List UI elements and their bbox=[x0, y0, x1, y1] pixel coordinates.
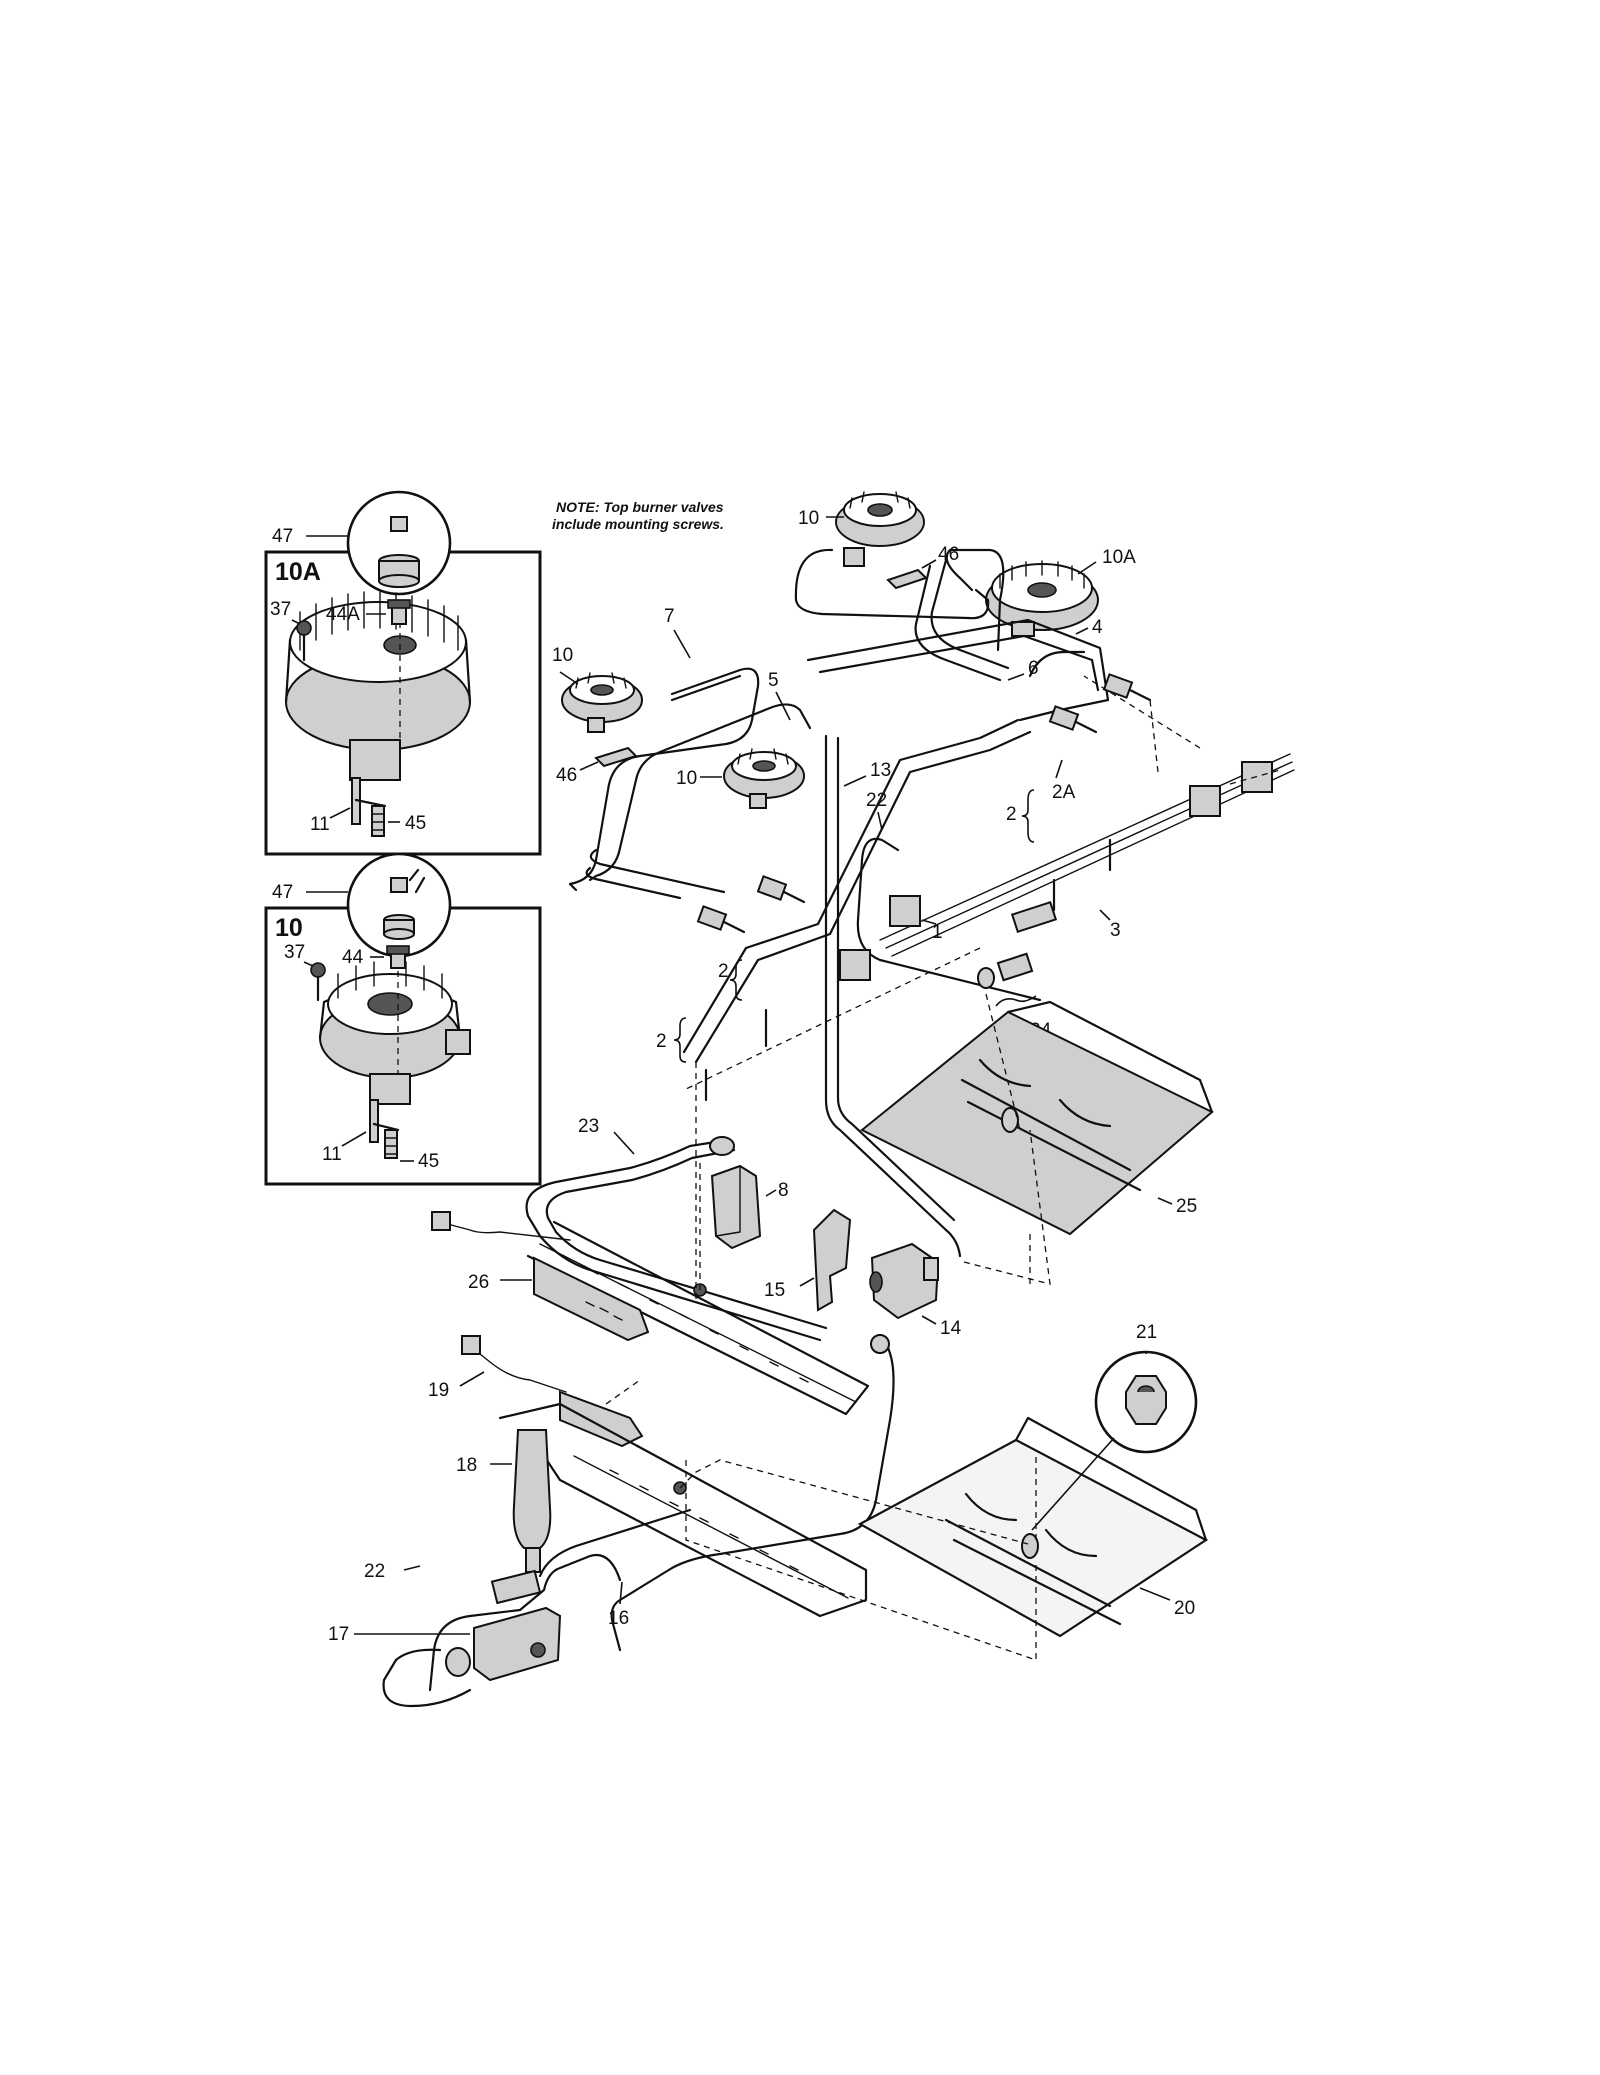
screw-37-10 bbox=[310, 962, 326, 1002]
callout-3: 3 bbox=[1110, 920, 1121, 941]
heat-shield-20 bbox=[857, 1416, 1209, 1638]
callout-6: 6 bbox=[1028, 658, 1039, 679]
callout-burner-left: 10 bbox=[552, 645, 573, 666]
callout-25: 25 bbox=[1176, 1196, 1197, 1217]
callout-14: 14 bbox=[940, 1318, 962, 1339]
venturi-18 bbox=[512, 1429, 552, 1573]
fitting-24 bbox=[977, 901, 1058, 989]
valve-17 bbox=[445, 1569, 562, 1682]
callout-22-upper: 22 bbox=[866, 790, 887, 811]
burner-tube-upper bbox=[526, 1220, 870, 1416]
burner-base-10 bbox=[318, 960, 471, 1105]
callout-1: 1 bbox=[932, 922, 943, 943]
callout-16: 16 bbox=[608, 1608, 629, 1629]
screw-45-10a bbox=[371, 805, 385, 837]
callout-2-left: 2 bbox=[656, 1031, 667, 1052]
heat-shield-25 bbox=[860, 1000, 1214, 1236]
callout-8: 8 bbox=[778, 1180, 789, 1201]
screw-45-10 bbox=[384, 1129, 398, 1159]
burner-large-10a bbox=[985, 560, 1099, 637]
bracket-15 bbox=[812, 1208, 852, 1312]
valve-left-a bbox=[696, 905, 746, 934]
callout-21: 21 bbox=[1136, 1322, 1157, 1343]
burner-mid bbox=[723, 748, 805, 809]
note-line-1: NOTE: Top burner valves bbox=[556, 499, 724, 515]
valves bbox=[696, 673, 1152, 1102]
bracket-46-left bbox=[594, 746, 638, 768]
callout-45-10: 45 bbox=[418, 1151, 439, 1172]
note: NOTE: Top burner valves include mounting… bbox=[552, 499, 724, 532]
nut-21 bbox=[1031, 1350, 1198, 1531]
callout-17: 17 bbox=[328, 1624, 349, 1645]
cap-part bbox=[378, 516, 420, 588]
valve-right-a bbox=[1048, 705, 1098, 734]
regulator-14 bbox=[869, 1242, 940, 1354]
callout-2-right: 2 bbox=[1006, 804, 1017, 825]
note-line-2: include mounting screws. bbox=[552, 516, 724, 532]
burner-base-10a bbox=[284, 591, 472, 781]
callout-burner-large: 10A bbox=[1102, 547, 1136, 568]
callout-44a: 44A bbox=[326, 604, 360, 625]
callout-2-mid: 2 bbox=[718, 961, 729, 982]
callout-11-10: 11 bbox=[322, 1144, 342, 1165]
assembly-guides bbox=[605, 675, 1281, 1661]
callout-37-10: 37 bbox=[284, 942, 305, 963]
burner-top bbox=[835, 491, 925, 567]
detail-circle-10 bbox=[346, 852, 452, 958]
callout-18: 18 bbox=[456, 1455, 477, 1476]
callout-23: 23 bbox=[578, 1116, 599, 1137]
screw-37-10a bbox=[296, 620, 312, 662]
callout-15: 15 bbox=[764, 1280, 785, 1301]
valve-right-b bbox=[1102, 673, 1152, 702]
valve-left-b bbox=[756, 875, 806, 904]
callout-20: 20 bbox=[1174, 1598, 1195, 1619]
burner-tube-lower bbox=[498, 1402, 868, 1618]
callout-37-10a: 37 bbox=[270, 599, 291, 620]
callout-26: 26 bbox=[468, 1272, 489, 1293]
callout-44: 44 bbox=[342, 947, 364, 968]
callout-13: 13 bbox=[870, 760, 891, 781]
burner-left bbox=[561, 672, 643, 733]
callout-11-10a: 11 bbox=[310, 814, 330, 835]
callout-5: 5 bbox=[768, 670, 779, 691]
inset-10: 10 47 44 bbox=[264, 852, 542, 1186]
wire-harness-3 bbox=[839, 753, 1295, 981]
igniter-26 bbox=[431, 1211, 650, 1342]
cap-part-10 bbox=[383, 868, 426, 940]
inset-10a-title: 10A bbox=[275, 558, 321, 586]
bracket-46-top bbox=[886, 568, 928, 590]
callout-7: 7 bbox=[664, 606, 675, 627]
screw-44 bbox=[386, 945, 410, 969]
inset-10a: 10A 47 44A bbox=[264, 490, 542, 856]
screw-44a bbox=[387, 599, 411, 625]
igniter-19 bbox=[461, 1335, 644, 1448]
callout-4: 4 bbox=[1092, 617, 1103, 638]
callout-46-left: 46 bbox=[556, 765, 577, 786]
inset-10-title: 10 bbox=[275, 914, 303, 942]
spark-module-8 bbox=[710, 1164, 762, 1250]
callout-2a: 2A bbox=[1052, 782, 1076, 803]
callout-47-10: 47 bbox=[272, 882, 293, 903]
detail-circle-10a bbox=[346, 490, 452, 596]
callout-burner-top: 10 bbox=[798, 508, 819, 529]
callout-22-lower: 22 bbox=[364, 1561, 385, 1582]
callout-burner-mid: 10 bbox=[676, 768, 697, 789]
callout-45-10a: 45 bbox=[405, 813, 426, 834]
callout-19: 19 bbox=[428, 1380, 449, 1401]
callout-47-10a: 47 bbox=[272, 526, 293, 547]
